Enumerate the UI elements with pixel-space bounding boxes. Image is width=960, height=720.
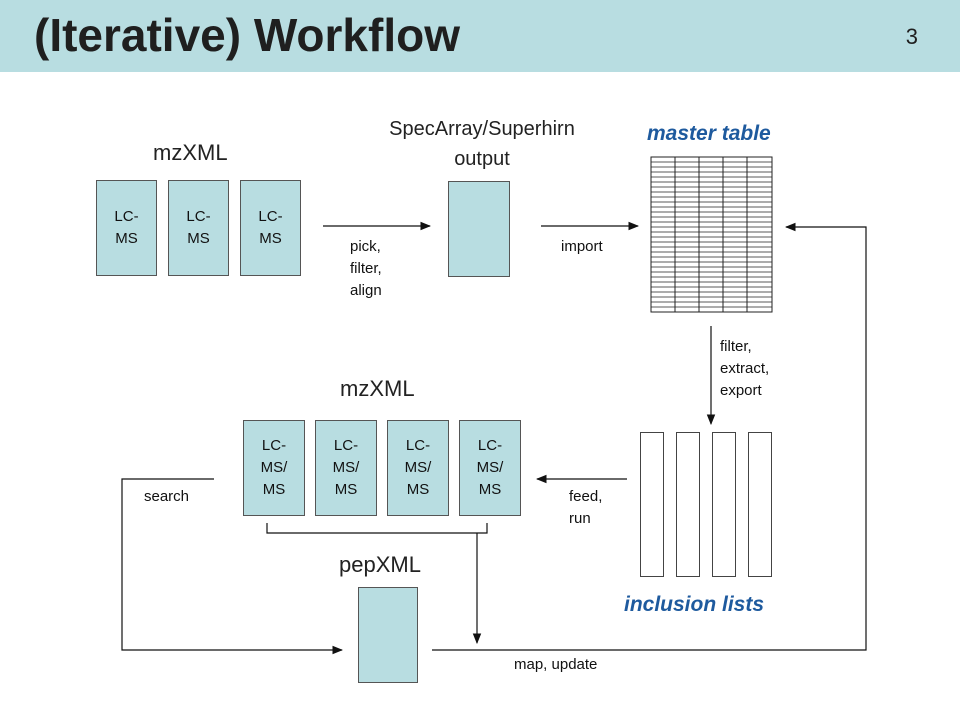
- lcms-box-1: LC- MS: [96, 180, 157, 276]
- pick-filter-align-label: pick, filter, align: [350, 238, 382, 299]
- arrow-search: [121, 478, 344, 655]
- page-number: 3: [905, 24, 918, 49]
- inclusion-list-1: [640, 432, 664, 577]
- lcmsms-box-1: LC- MS/ MS: [243, 420, 305, 516]
- master-table-label: master table: [647, 122, 771, 145]
- inclusion-list-2: [676, 432, 700, 577]
- lcmsms-box-2: LC- MS/ MS: [315, 420, 377, 516]
- lcmsms-box-3: LC- MS/ MS: [387, 420, 449, 516]
- arrow-map-update: [432, 222, 867, 651]
- slide-title: (Iterative) Workflow: [34, 9, 460, 61]
- inclusion-lists-label: inclusion lists: [624, 593, 765, 616]
- bracket-lcmsms: [266, 523, 488, 534]
- specarray-output-box: [448, 181, 510, 277]
- inclusion-list-4: [748, 432, 772, 577]
- import-label: import: [561, 238, 603, 255]
- map-update-label: map, update: [514, 656, 598, 673]
- filter-extract-export-label: filter, extract, export: [720, 338, 770, 399]
- lcmsms-box-4: LC- MS/ MS: [459, 420, 521, 516]
- title-bar: [0, 0, 960, 72]
- mzxml-bottom-label: mzXML: [340, 376, 415, 401]
- inclusion-list-3: [712, 432, 736, 577]
- lcms-box-2: LC- MS: [168, 180, 229, 276]
- search-label: search: [144, 488, 190, 505]
- pepxml-box: [358, 587, 418, 683]
- mzxml-top-label: mzXML: [153, 140, 228, 165]
- pepxml-label: pepXML: [339, 552, 421, 577]
- specarray-label: SpecArray/Superhirn output: [389, 118, 575, 170]
- lcms-box-3: LC- MS: [240, 180, 301, 276]
- feed-run-label: feed, run: [569, 488, 603, 527]
